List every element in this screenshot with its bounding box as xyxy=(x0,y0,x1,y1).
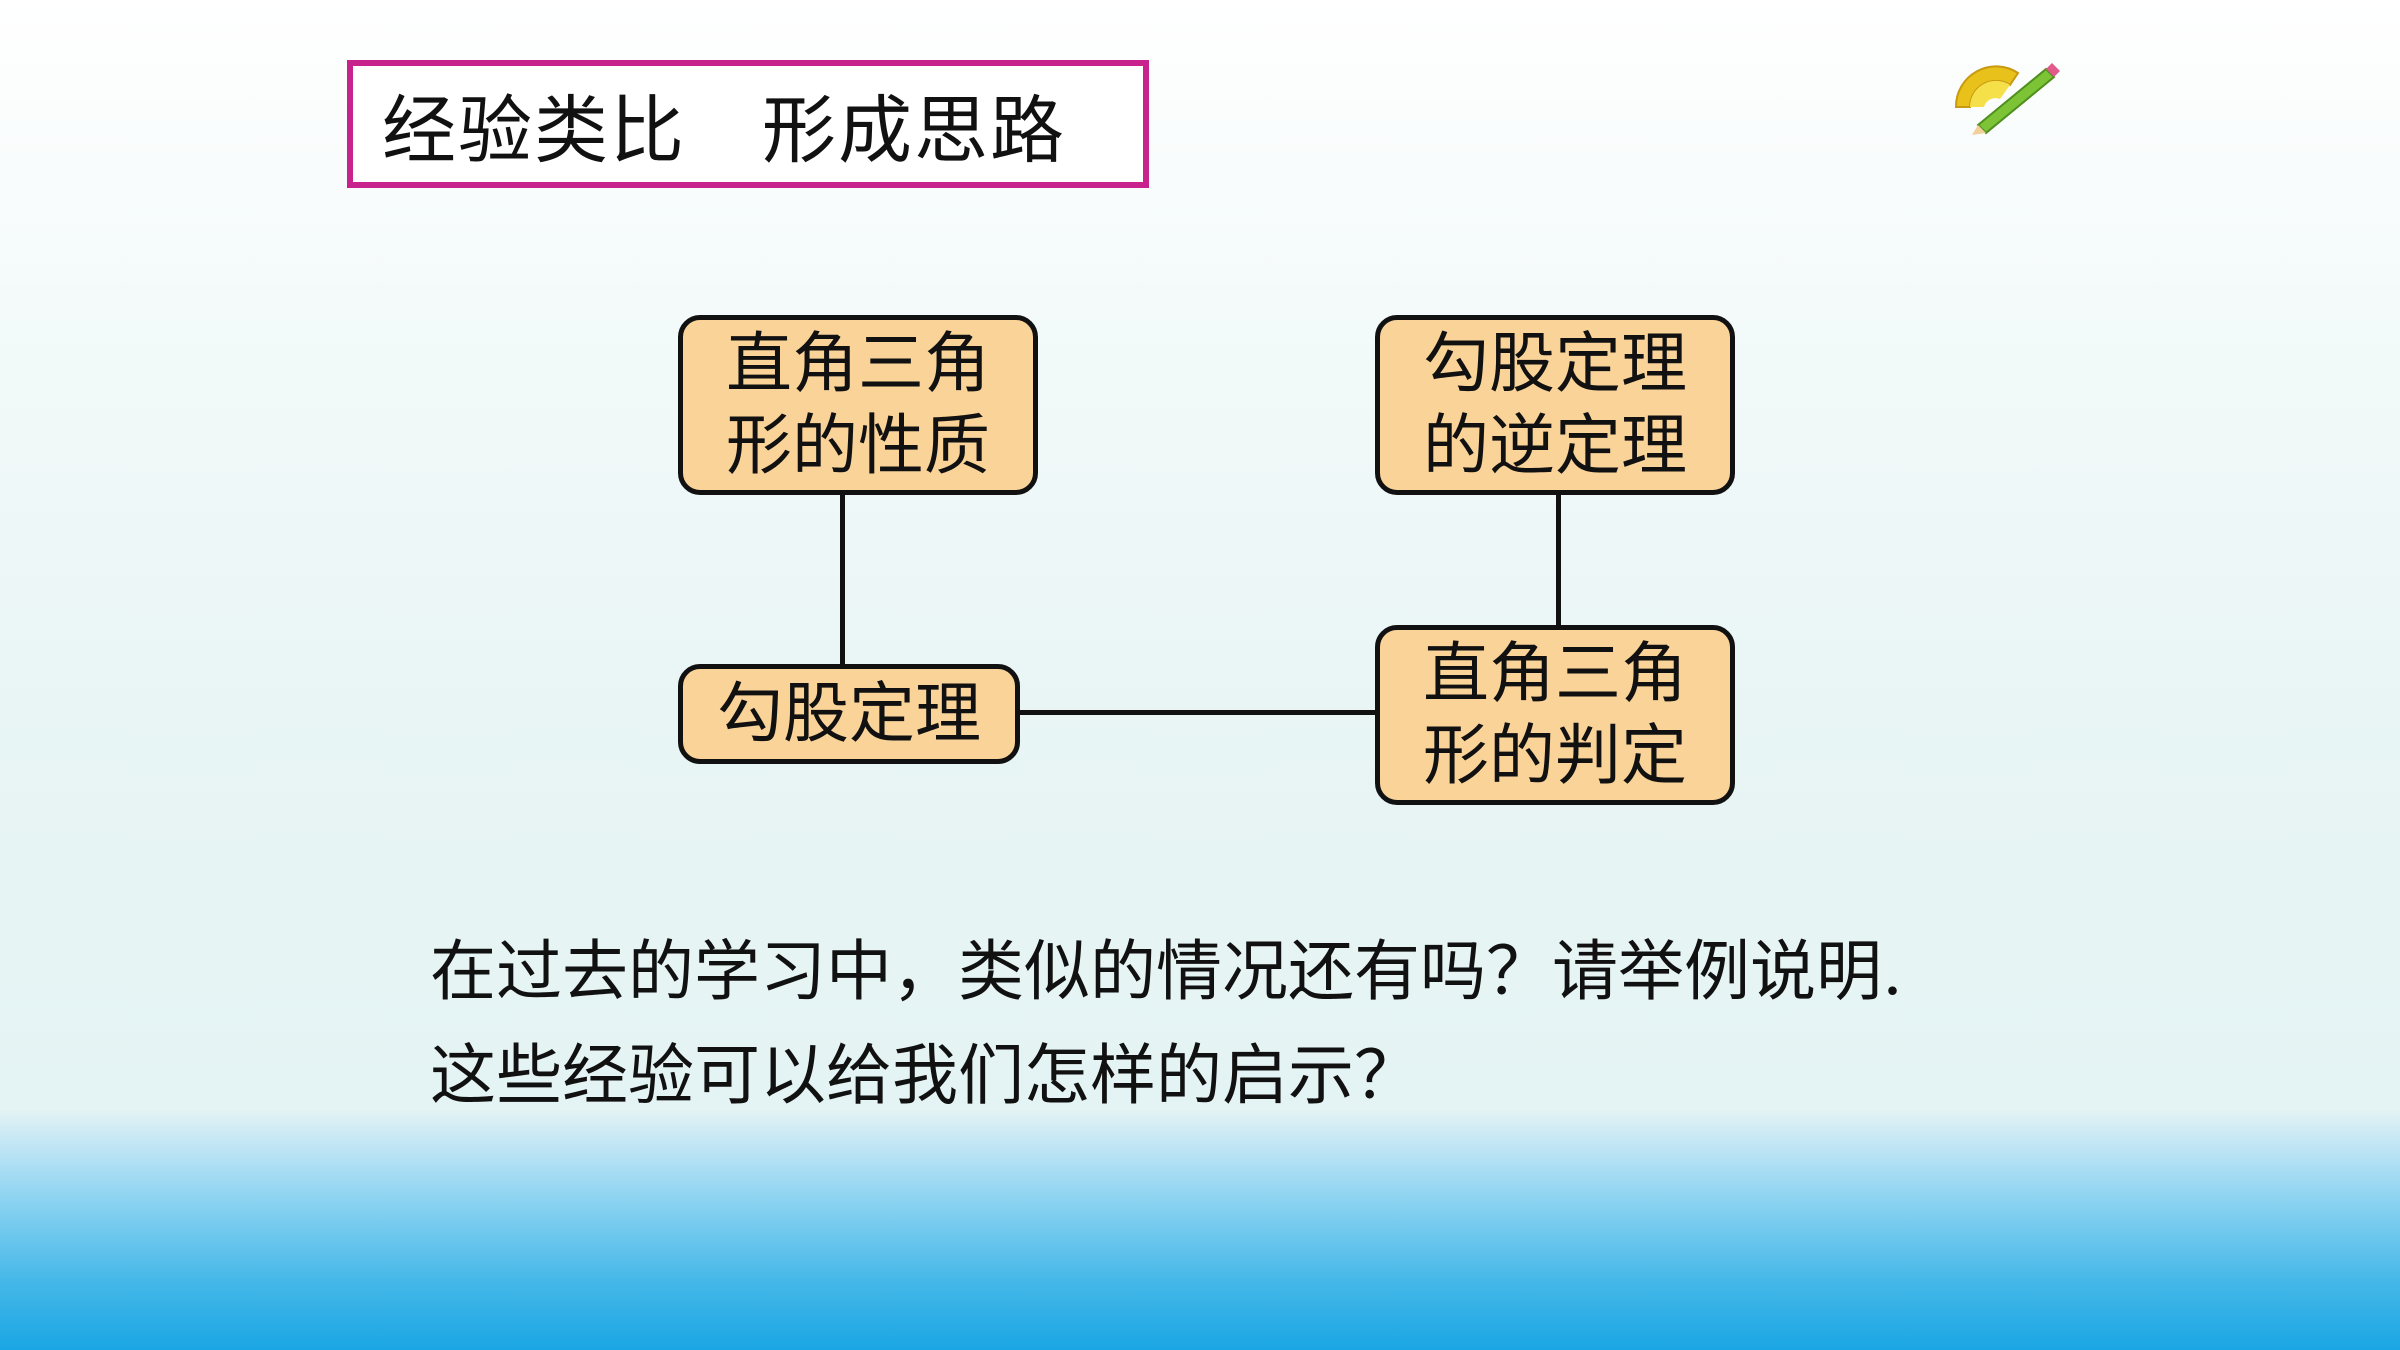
node-pythagorean-theorem: 勾股定理 xyxy=(678,664,1020,764)
question-line-1: 在过去的学习中，类似的情况还有吗？请举例说明. xyxy=(430,933,1903,1010)
connector-theorem-to-criterion xyxy=(1018,710,1378,715)
question-line-2: 这些经验可以给我们怎样的启示？ xyxy=(430,1037,1420,1114)
connector-criterion-to-converse xyxy=(1556,493,1561,628)
slide-title: 经验类比 形成思路 xyxy=(353,66,1143,182)
discussion-question: 在过去的学习中，类似的情况还有吗？请举例说明. 这些经验可以给我们怎样的启示？ xyxy=(430,920,2070,1128)
connector-properties-to-theorem xyxy=(840,493,845,667)
node-converse-pythagorean-theorem: 勾股定理的逆定理 xyxy=(1375,315,1735,495)
slide-title-frame: 经验类比 形成思路 xyxy=(347,60,1149,188)
protractor-pencil-icon xyxy=(1954,63,2060,135)
node-right-triangle-properties: 直角三角形的性质 xyxy=(678,315,1038,495)
node-right-triangle-criterion: 直角三角形的判定 xyxy=(1375,625,1735,805)
